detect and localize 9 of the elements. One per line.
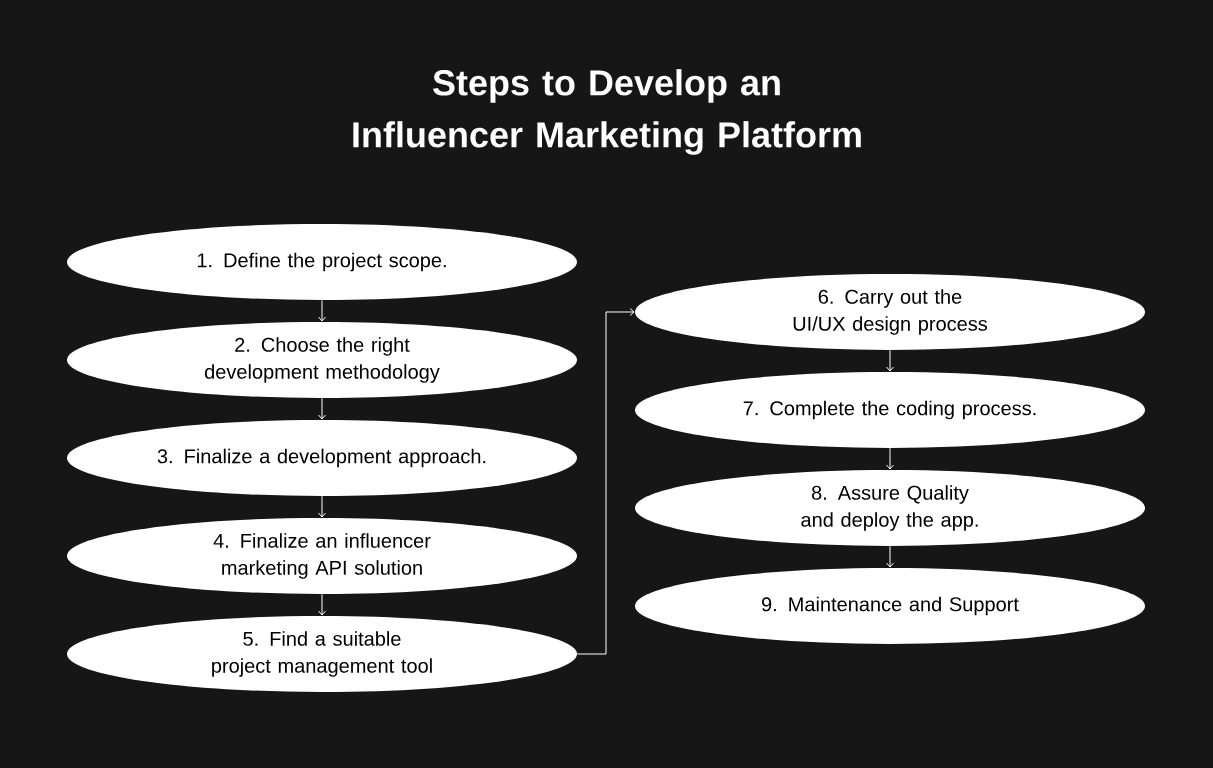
arrow xyxy=(886,545,894,568)
arrow xyxy=(318,495,326,518)
arrow xyxy=(886,447,894,470)
arrow xyxy=(318,593,326,616)
arrow xyxy=(576,308,635,655)
arrow xyxy=(318,397,326,420)
arrow xyxy=(886,349,894,372)
arrow xyxy=(318,299,326,322)
title: Steps to Develop an Influencer Marketing Platform xyxy=(353,69,861,155)
